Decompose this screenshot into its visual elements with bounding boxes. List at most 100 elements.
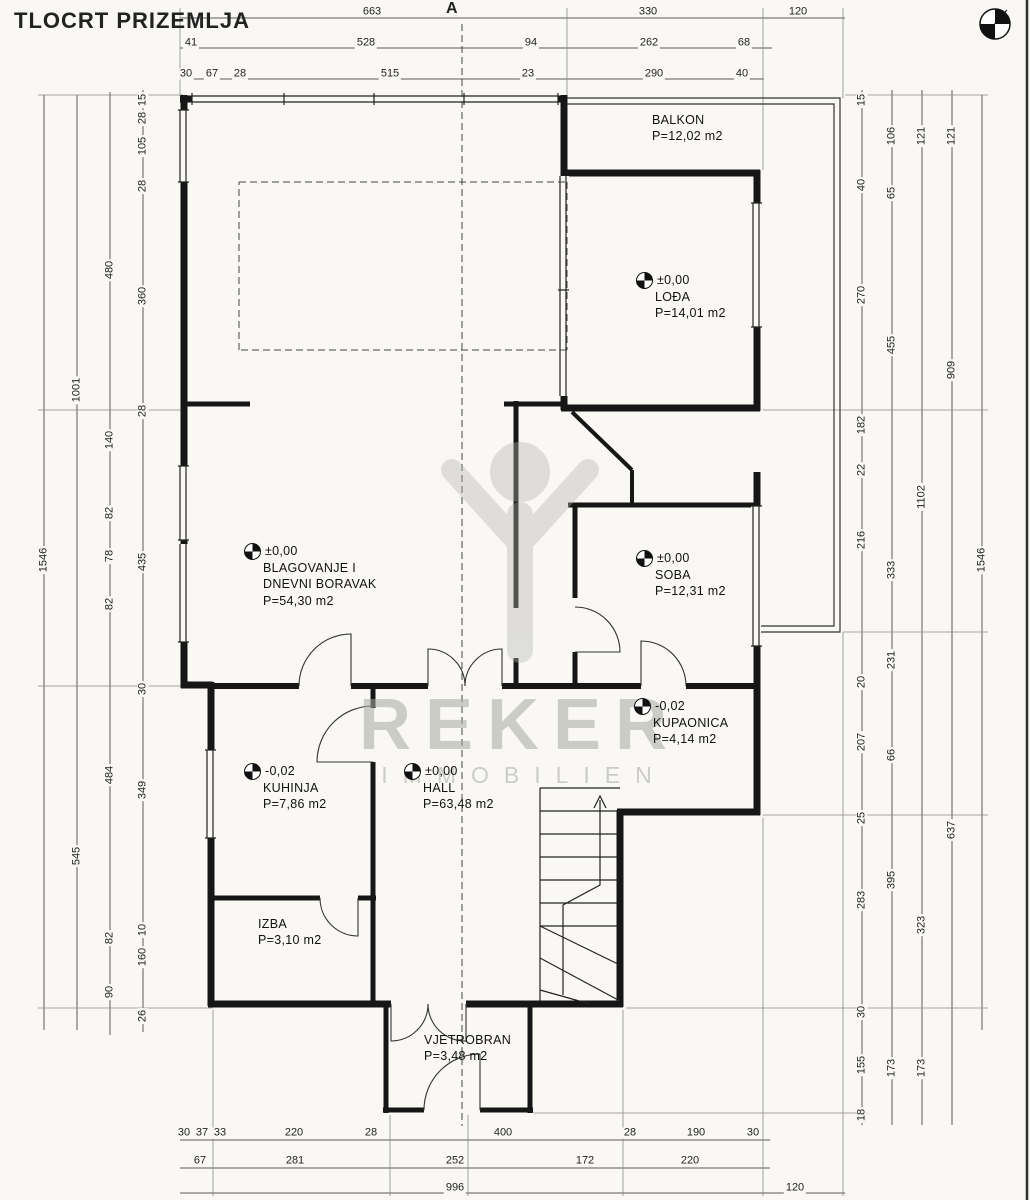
room-label-vjetrobran: VJETROBRAN P=3,48 m2 [424, 1032, 511, 1065]
dimension-label: 545 [70, 844, 83, 868]
dimension-label: 330 [636, 5, 660, 18]
dimension-label: 400 [491, 1126, 515, 1139]
dimension-label: 25 [855, 809, 868, 827]
dimension-label: 395 [885, 868, 898, 892]
dimension-label: 480 [103, 258, 116, 282]
dimension-label: 28 [136, 177, 149, 195]
level-marker-icon [634, 698, 651, 715]
dimension-label: 120 [783, 1181, 807, 1194]
room-name: SOBA [655, 568, 691, 582]
dimension-label: 10 [136, 921, 149, 939]
dimension-label: 349 [136, 778, 149, 802]
level-marker-icon [636, 550, 653, 567]
room-label-izba: IZBA P=3,10 m2 [258, 916, 322, 949]
dimension-label: 20 [855, 673, 868, 691]
dimension-label: 182 [855, 413, 868, 437]
dimension-label: 121 [915, 124, 928, 148]
room-level: ±0,00 [265, 544, 298, 559]
dimension-label: 281 [283, 1154, 307, 1167]
dimension-label: 155 [855, 1053, 868, 1077]
dimension-label: 252 [443, 1154, 467, 1167]
witness-lines [38, 8, 988, 1196]
dimension-label: 94 [522, 36, 540, 49]
room-level: ±0,00 [425, 764, 458, 779]
dimension-label: 323 [915, 913, 928, 937]
dimension-label: 160 [136, 945, 149, 969]
room-name: KUPAONICA [653, 716, 729, 730]
watermark-figure-icon [441, 442, 599, 663]
dimension-label: 15 [136, 91, 149, 109]
dimension-label: 90 [103, 983, 116, 1001]
room-level: ±0,00 [657, 551, 690, 566]
dimension-label: 105 [136, 134, 149, 158]
dimension-label: 360 [136, 284, 149, 308]
dimension-label: 1546 [37, 545, 50, 575]
dimension-label: 455 [885, 333, 898, 357]
dimension-label: 484 [103, 763, 116, 787]
dimension-label: 290 [642, 67, 666, 80]
room-name: HALL [423, 781, 456, 795]
stairs [539, 787, 621, 1005]
room-area: P=54,30 m2 [263, 593, 334, 608]
dimension-label: 528 [354, 36, 378, 49]
room-name: IZBA [258, 917, 287, 931]
room-name: BLAGOVANJE I [263, 561, 356, 575]
dimension-label: 270 [855, 283, 868, 307]
level-marker-icon [636, 272, 653, 289]
level-marker-icon [404, 763, 421, 780]
dimension-label: 28 [231, 67, 249, 80]
dimension-label: 996 [443, 1181, 467, 1194]
dimension-label: 30 [855, 1003, 868, 1021]
drawing-title: TLOCRT PRIZEMLJA [14, 8, 250, 33]
dimension-label: 41 [182, 36, 200, 49]
dimension-label: 66 [885, 746, 898, 764]
room-name: VJETROBRAN [424, 1033, 512, 1047]
dimension-label: 26 [136, 1007, 149, 1025]
dimension-chain-lines [43, 17, 983, 1194]
room-name: DNEVNI BORAVAK [263, 577, 377, 592]
dimension-label: 23 [519, 67, 537, 80]
dimension-label: 216 [855, 528, 868, 552]
north-compass-icon [979, 8, 1011, 40]
dimension-label: 120 [786, 5, 810, 18]
dimension-label: 1102 [915, 483, 928, 511]
dimension-label: 28 [136, 402, 149, 420]
dimension-label: 172 [573, 1154, 597, 1167]
dimension-label: 173 [915, 1056, 928, 1080]
room-level: -0,02 [655, 699, 685, 714]
dimension-label: 1001 [70, 375, 83, 405]
dimension-label: 231 [885, 648, 898, 672]
dimension-label: 283 [855, 888, 868, 912]
dimension-label: 82 [103, 595, 116, 613]
dimension-label: 33 [211, 1126, 229, 1139]
dimension-label: 30 [175, 1126, 193, 1139]
dimension-label: 28 [362, 1126, 380, 1139]
dimension-label: 68 [735, 36, 753, 49]
dimension-label: 663 [360, 5, 384, 18]
watermark-brand: REKER [358, 685, 682, 765]
dimension-label: 28 [621, 1126, 639, 1139]
level-marker-icon [244, 763, 261, 780]
dimension-label: 220 [282, 1126, 306, 1139]
doors [298, 606, 687, 1111]
dimension-label: 121 [945, 124, 958, 148]
room-area: P=14,01 m2 [655, 306, 726, 321]
dimension-label: 37 [193, 1126, 211, 1139]
room-area: P=3,48 m2 [424, 1049, 488, 1064]
room-area: P=3,10 m2 [258, 933, 322, 948]
dimension-label: 15 [855, 91, 868, 109]
room-level: ±0,00 [657, 273, 690, 288]
balcony-outline [567, 97, 841, 633]
dimension-label: 40 [733, 67, 751, 80]
level-marker-icon [244, 543, 261, 560]
section-marker-a: A [446, 0, 458, 17]
room-area: P=12,02 m2 [652, 129, 723, 144]
room-area: P=4,14 m2 [653, 732, 717, 747]
